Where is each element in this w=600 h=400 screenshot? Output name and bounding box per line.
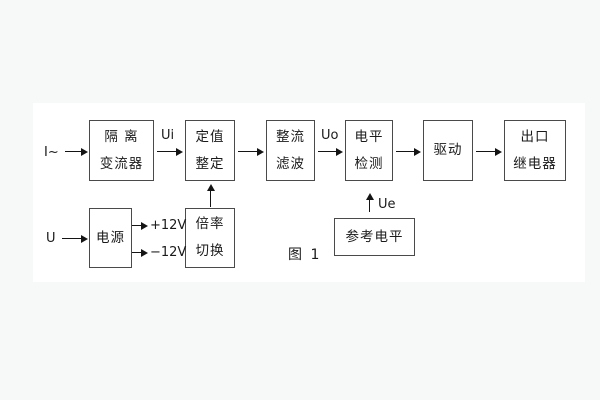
arrow-ratio-to-setting: [206, 184, 215, 207]
block-label: 电平: [354, 128, 384, 145]
block-label: 继电器: [513, 155, 557, 172]
block-label: 参考电平: [345, 228, 404, 245]
block-setting-adjust: 定值 整定: [185, 120, 235, 181]
block-isolation-transformer: 隔 离 变流器: [89, 120, 154, 181]
block-label: 定值: [195, 128, 225, 145]
block-reference-level: 参考电平: [334, 218, 415, 256]
signal-minus12v-label: −12V: [150, 245, 187, 260]
block-drive: 驱动: [423, 120, 473, 181]
block-label: 变流器: [99, 155, 144, 172]
block-label: 整流: [276, 128, 305, 145]
arrow-reference-to-level: [365, 193, 374, 212]
block-label: 隔 离: [104, 128, 139, 145]
block-label: 驱动: [433, 142, 463, 158]
block-label: 整定: [195, 155, 225, 172]
block-rectifier-filter: 整流 滤波: [266, 120, 315, 181]
signal-ue-label: Ue: [378, 197, 396, 212]
signal-plus12v-label: +12V: [150, 218, 187, 233]
arrow-level-to-drive: [396, 147, 421, 156]
block-label: 切换: [195, 243, 225, 259]
block-label: 电源: [96, 229, 125, 246]
block-ratio-switch: 倍率 切换: [185, 208, 235, 268]
block-level-detect: 电平 检测: [345, 120, 393, 181]
signal-ui-label: Ui: [161, 128, 175, 143]
arrow-power-minus12v: [132, 248, 148, 257]
figure-caption: 图 1: [288, 247, 322, 263]
block-label: 滤波: [276, 155, 305, 172]
block-output-relay: 出口 继电器: [504, 120, 566, 181]
input-voltage-label: U: [46, 231, 56, 246]
arrow-rectifier-to-level: [318, 147, 343, 156]
signal-uo-label: Uo: [321, 128, 339, 143]
arrow-setting-to-rectifier: [238, 147, 264, 156]
input-current-label: I~: [44, 145, 59, 160]
block-power-supply: 电源: [89, 208, 132, 268]
arrow-power-plus12v: [132, 221, 148, 230]
block-label: 检测: [354, 155, 384, 172]
block-label: 出口: [520, 128, 550, 145]
arrow-isolation-to-setting: [157, 147, 183, 156]
arrow-current-to-isolation: [65, 147, 88, 156]
arrow-drive-to-output: [476, 147, 502, 156]
arrow-voltage-to-power: [62, 234, 88, 243]
block-label: 倍率: [195, 216, 225, 232]
